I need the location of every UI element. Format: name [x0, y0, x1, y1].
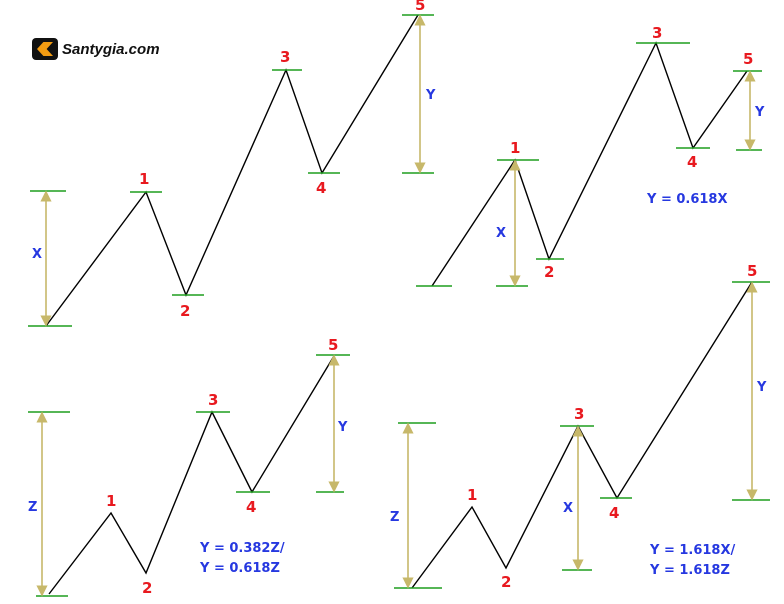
- level-lines: [28, 14, 434, 327]
- wave-path: [431, 41, 748, 287]
- wave-label-2: 2: [501, 573, 511, 591]
- wave-label-4: 4: [316, 179, 326, 197]
- logo-text: Santygia.com: [62, 40, 160, 58]
- wave-label-4: 4: [609, 504, 619, 522]
- wave-label-5: 5: [747, 262, 757, 280]
- wave-path: [45, 14, 419, 327]
- wave-label-1: 1: [139, 170, 149, 188]
- wave-label-2: 2: [180, 302, 190, 320]
- wave-label-2: 2: [142, 579, 152, 597]
- wave-path: [48, 355, 335, 595]
- wave-label-4: 4: [246, 498, 256, 516]
- measure-label-y: Y: [337, 420, 348, 435]
- wave-label-3: 3: [280, 48, 290, 66]
- wave-path: [411, 281, 753, 589]
- measure-label-y: Y: [756, 380, 767, 395]
- measure-label-x: X: [32, 247, 42, 262]
- measure-label-y: Y: [754, 105, 765, 120]
- brand-logo-icon: [32, 38, 58, 60]
- wave-label-1: 1: [467, 486, 477, 504]
- measure-label-z: Z: [28, 500, 37, 515]
- panel-1: X Y 1 2 3 4 5: [28, 0, 436, 327]
- wave-label-1: 1: [106, 492, 116, 510]
- wave-label-1: 1: [510, 139, 520, 157]
- level-lines: [416, 42, 762, 287]
- measure-label-x: X: [496, 226, 506, 241]
- site-logo[interactable]: Santygia.com: [32, 38, 160, 60]
- formula-line-2: Y = 0.618Z: [199, 561, 280, 576]
- formula-line-1: Y = 0.618X: [646, 192, 728, 207]
- wave-label-5: 5: [743, 50, 753, 68]
- panel-3: Z Y Y = 0.382Z/ Y = 0.618Z 1 2 3 4 5: [28, 336, 350, 597]
- panel-4: Z X Y Y = 1.618X/ Y = 1.618Z 1 2 3 4 5: [390, 262, 770, 591]
- formula-line-1: Y = 0.382Z/: [199, 541, 285, 556]
- formula-line-2: Y = 1.618Z: [649, 563, 730, 578]
- wave-label-2: 2: [544, 263, 554, 281]
- wave-label-4: 4: [687, 153, 697, 171]
- wave-label-5: 5: [415, 0, 425, 14]
- wave-label-5: 5: [328, 336, 338, 354]
- panel-2: X Y Y = 0.618X 1 2 3 4 5: [416, 24, 765, 287]
- wave-label-3: 3: [208, 391, 218, 409]
- wave-label-3: 3: [652, 24, 662, 42]
- formula-line-1: Y = 1.618X/: [649, 543, 736, 558]
- level-lines: [28, 354, 350, 597]
- measure-label-y: Y: [425, 88, 436, 103]
- measure-label-z: Z: [390, 510, 399, 525]
- wave-label-3: 3: [574, 405, 584, 423]
- measure-label-x: X: [563, 501, 573, 516]
